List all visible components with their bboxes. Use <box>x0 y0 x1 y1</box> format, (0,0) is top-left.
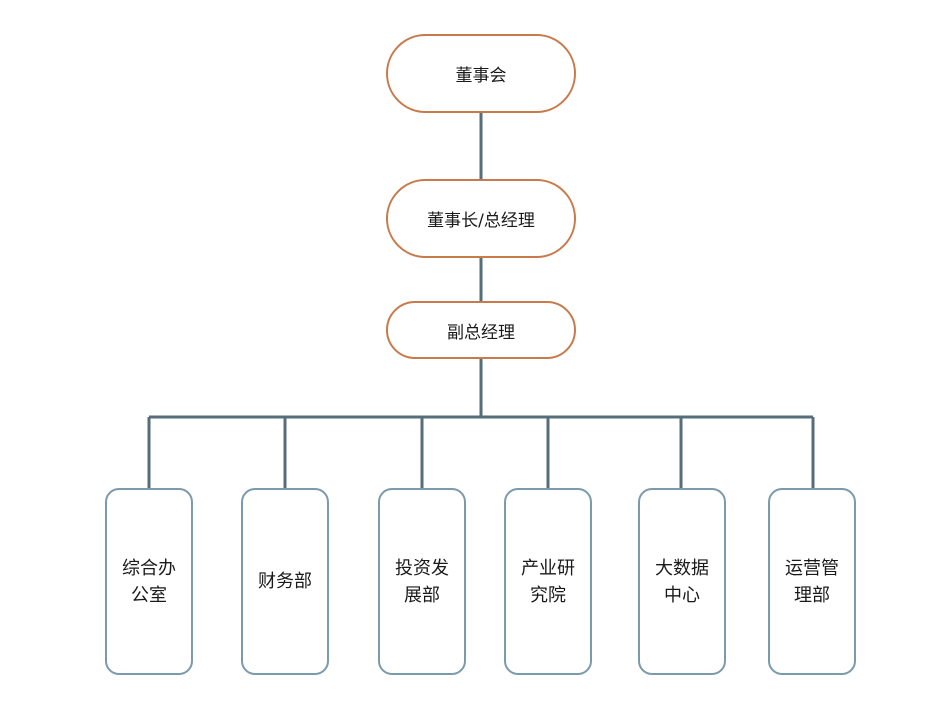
node-finance-label: 财务部 <box>258 571 312 592</box>
node-finance: 财务部 <box>241 488 329 675</box>
node-industry-research-label: 产业研究院 <box>521 557 575 606</box>
node-board: 董事会 <box>386 34 576 113</box>
node-investment-development: 投资发展部 <box>378 488 466 675</box>
node-big-data-center-label: 大数据中心 <box>655 557 709 606</box>
node-chairman-gm-label: 董事长/总经理 <box>427 211 535 231</box>
node-operations-management-label: 运营管理部 <box>785 557 839 606</box>
node-general-office: 综合办公室 <box>105 488 193 675</box>
node-operations-management: 运营管理部 <box>768 488 856 675</box>
node-vice-gm-label: 副总经理 <box>447 322 515 343</box>
node-investment-development-label: 投资发展部 <box>395 557 449 606</box>
node-big-data-center: 大数据中心 <box>638 488 726 675</box>
node-chairman-gm: 董事长/总经理 <box>386 179 576 258</box>
node-vice-gm: 副总经理 <box>386 301 576 359</box>
node-general-office-label: 综合办公室 <box>122 557 176 606</box>
node-board-label: 董事会 <box>455 66 507 86</box>
node-industry-research: 产业研究院 <box>504 488 592 675</box>
